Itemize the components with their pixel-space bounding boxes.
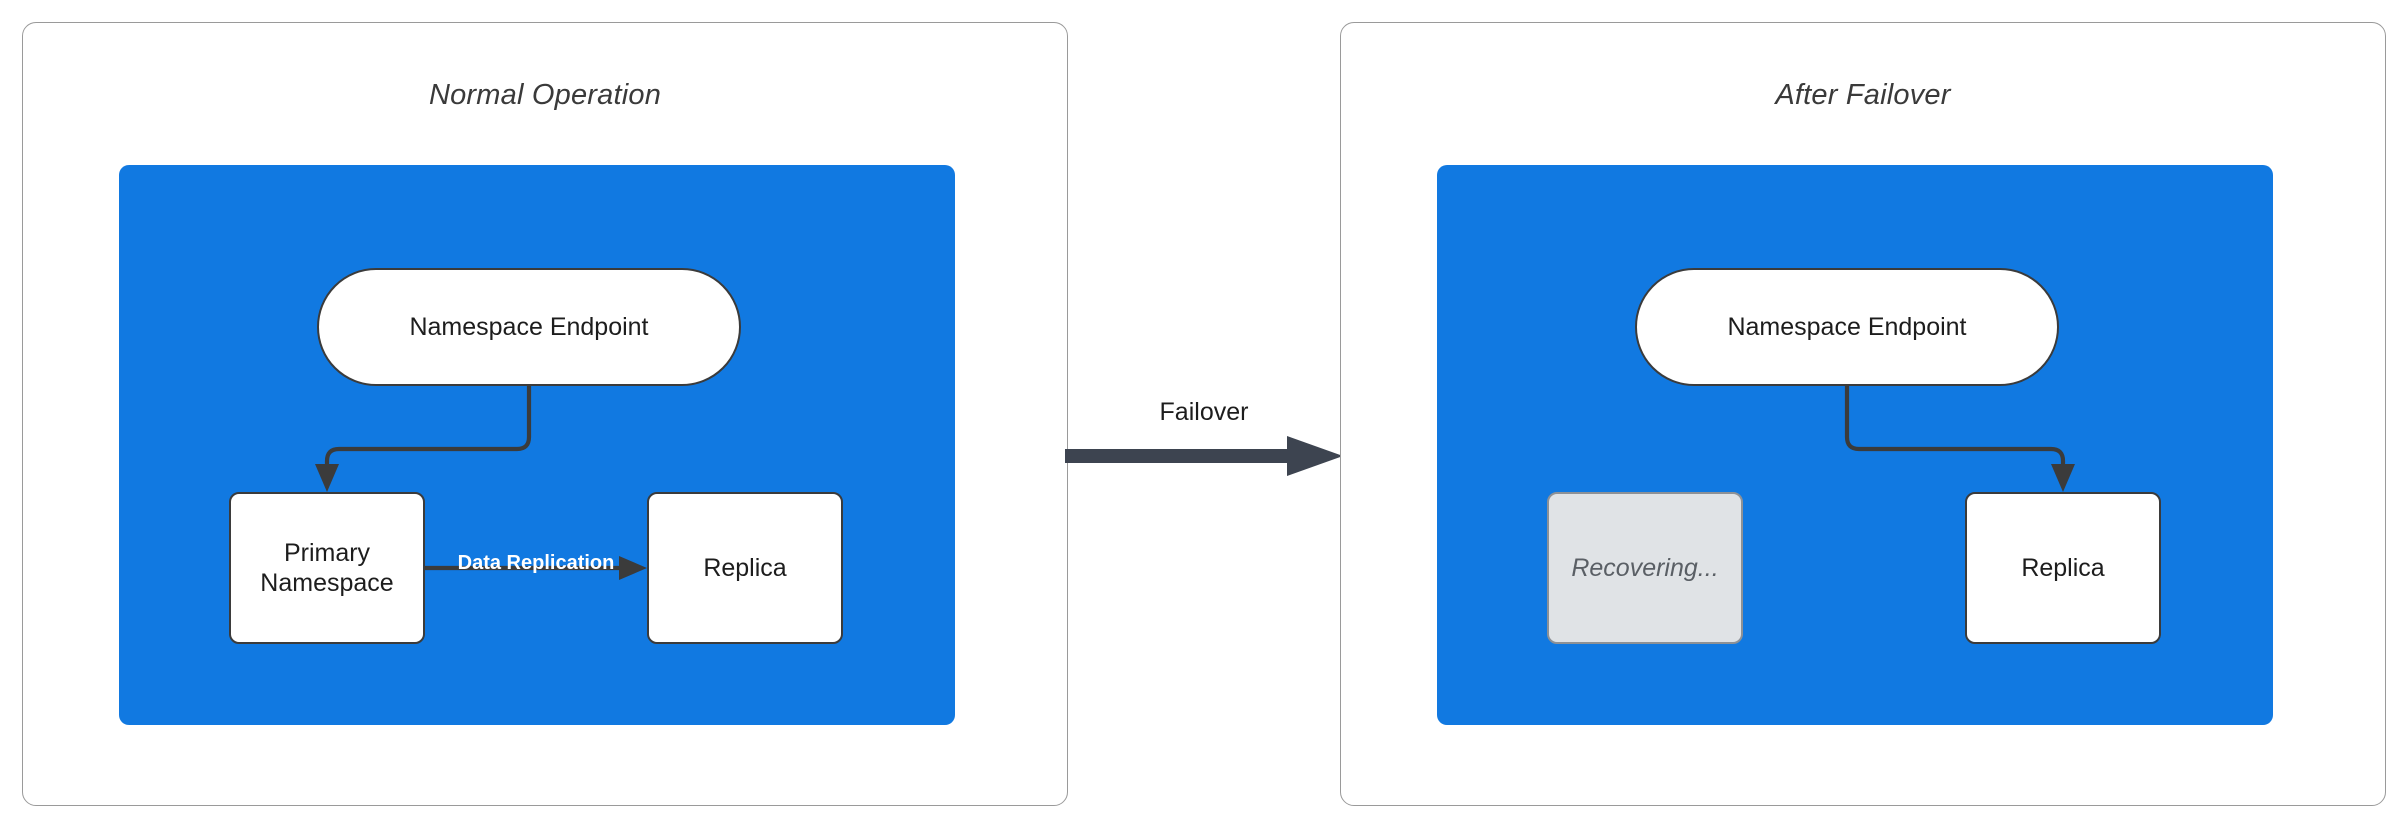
node-label: Namespace Endpoint <box>409 312 649 341</box>
panel-title-after-failover: After Failover <box>1775 79 1951 111</box>
node-label: Namespace Endpoint <box>1727 312 1967 341</box>
failover-transition: Failover <box>1065 398 1343 476</box>
node-label: Recovering... <box>1571 553 1719 582</box>
node-label: Replica <box>2021 553 2105 582</box>
panel-normal-operation: Normal Operation Namespace Endpoint Prim… <box>22 22 1068 806</box>
zone-normal-operation: Namespace Endpoint Primary Namespace Rep… <box>119 165 955 725</box>
node-primary-namespace[interactable]: Primary Namespace <box>229 492 425 644</box>
node-recovering[interactable]: Recovering... <box>1547 492 1743 644</box>
node-namespace-endpoint-right[interactable]: Namespace Endpoint <box>1635 268 2059 386</box>
arrowhead-endpoint-to-primary <box>315 464 339 492</box>
node-label: Replica <box>703 553 787 582</box>
failover-arrow-icon <box>1065 436 1343 476</box>
panel-title-normal-operation: Normal Operation <box>428 79 662 111</box>
zone-after-failover: Namespace Endpoint Recovering... Replica <box>1437 165 2273 725</box>
node-replica-left[interactable]: Replica <box>647 492 843 644</box>
node-namespace-endpoint-left[interactable]: Namespace Endpoint <box>317 268 741 386</box>
node-replica-right[interactable]: Replica <box>1965 492 2161 644</box>
arrowhead-endpoint-to-replica <box>2051 464 2075 492</box>
node-label: Primary Namespace <box>260 538 394 598</box>
panel-after-failover: After Failover Namespace Endpoint Recove… <box>1340 22 2386 806</box>
edge-endpoint-to-replica <box>1844 383 2066 480</box>
edge-label-data-replication: Data Replication <box>457 552 615 574</box>
edge-endpoint-to-primary <box>324 383 532 480</box>
failover-label: Failover <box>1159 398 1249 426</box>
